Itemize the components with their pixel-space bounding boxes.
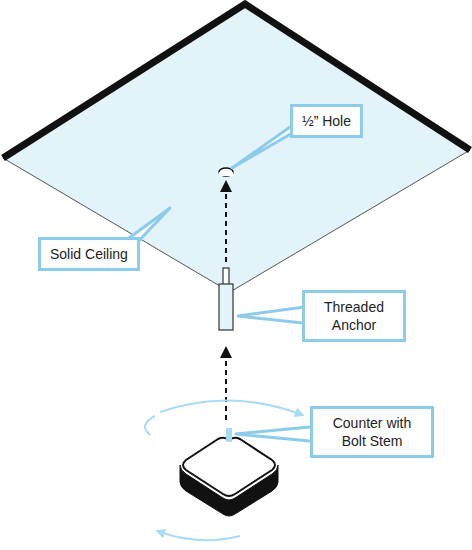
callout-box: Counter with Bolt Stem: [310, 406, 434, 458]
bolt-stem: [226, 428, 232, 442]
callout-tail: [236, 426, 320, 442]
callout-text: Threaded Anchor: [314, 298, 394, 334]
rotation-arrow: [160, 532, 240, 540]
rotation-arrow: [145, 416, 155, 435]
callout-box: ½” Hole: [290, 104, 363, 138]
callout-text: ½” Hole: [302, 112, 351, 130]
counter-side: [180, 465, 278, 516]
dashed-arrow: [225, 352, 227, 420]
callout-box: Solid Ceiling: [38, 237, 140, 271]
hole: [219, 168, 233, 176]
callout-text: Counter with Bolt Stem: [322, 414, 422, 450]
anchor-stem: [223, 268, 229, 286]
rotation-arrow: [160, 400, 300, 414]
threaded-anchor: [219, 284, 233, 330]
callout-box: Threaded Anchor: [302, 290, 406, 342]
callout-tail: [238, 306, 312, 324]
ceiling-edge: [3, 4, 470, 158]
callout-text: Solid Ceiling: [50, 245, 128, 263]
ceiling-plane: [3, 4, 470, 292]
dashed-arrow: [225, 186, 227, 262]
